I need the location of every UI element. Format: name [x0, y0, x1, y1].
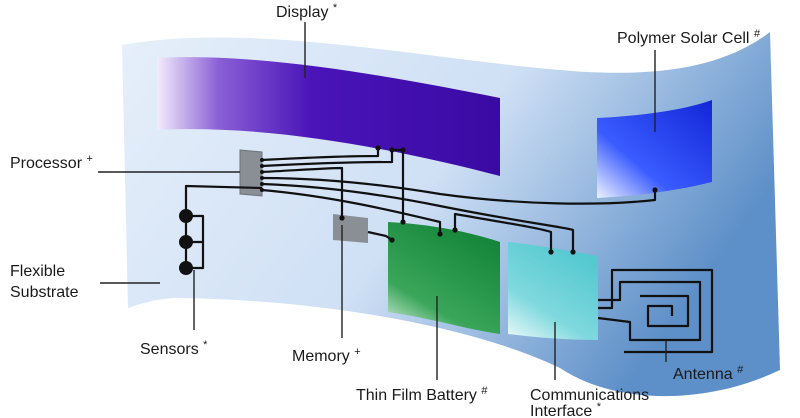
communications-interface-panel: [508, 242, 598, 340]
solar-cell-label: Polymer Solar Cell #: [617, 28, 761, 47]
leader-lines: [98, 22, 667, 380]
sensor-dot: [179, 261, 193, 275]
substrate-label-line2: Substrate: [10, 284, 79, 301]
substrate-label-line1: Flexible: [10, 263, 65, 280]
processor-label: Processor +: [10, 153, 93, 172]
sensors-label: Sensors *: [140, 339, 208, 358]
display-panel: [157, 57, 500, 176]
polymer-solar-cell-panel: [597, 100, 712, 198]
wire-junctions: [260, 145, 658, 255]
sensors-array: [179, 209, 193, 275]
memory-label: Memory +: [292, 346, 361, 365]
thin-film-battery-panel: [388, 222, 500, 334]
display-label: Display *: [276, 2, 338, 21]
memory-chip: [333, 214, 368, 243]
comms-label-line1: Communications: [530, 387, 649, 404]
antenna-spiral: [640, 294, 690, 328]
sensor-dot: [179, 235, 193, 249]
sensor-dot: [179, 209, 193, 223]
processor-chip: [240, 150, 262, 196]
comms-label-line2: Interface *: [530, 401, 602, 418]
antenna-label: Antenna #: [673, 364, 744, 383]
battery-label: Thin Film Battery #: [356, 385, 488, 404]
